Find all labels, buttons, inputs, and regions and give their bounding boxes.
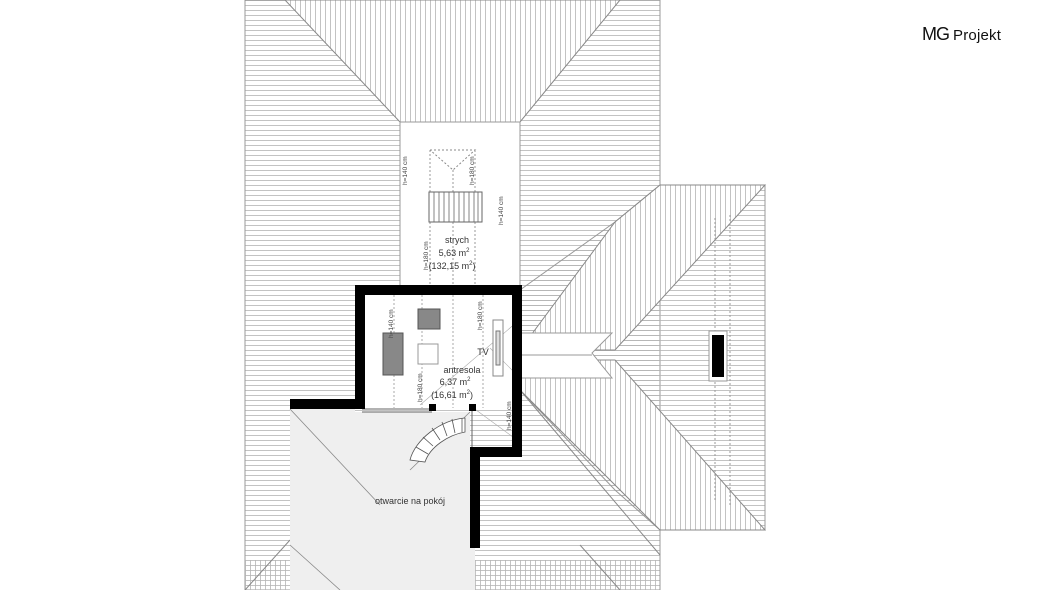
dim-label: h=180 cm bbox=[477, 301, 484, 330]
opening-label: otwarcie na pokój bbox=[375, 496, 445, 506]
mezzanine: TV antresola 6,37 m2 (16,61 m2) bbox=[360, 290, 518, 463]
attic-area: 5,63 m2 bbox=[439, 248, 471, 258]
mezzanine-name: antresola bbox=[443, 365, 480, 375]
coffee-table bbox=[417, 343, 439, 365]
walls bbox=[290, 285, 522, 548]
dim-label: h=180 cm bbox=[417, 373, 424, 402]
attic: strych 5,63 m2 (132,15 m2) bbox=[428, 191, 483, 271]
attic-stairs bbox=[428, 191, 483, 223]
armchair bbox=[417, 308, 441, 330]
side-wing-roof bbox=[519, 184, 767, 531]
chimney bbox=[712, 335, 724, 377]
spiral-stairs bbox=[409, 417, 466, 463]
height-dimensions: h=140 cm h=180 cm h=140 cm h=180 cm h=14… bbox=[388, 156, 513, 430]
logo-projekt: Projekt bbox=[953, 27, 1002, 44]
attic-area-total: (132,15 m2) bbox=[429, 261, 476, 271]
dim-label: h=140 cm bbox=[402, 156, 409, 185]
attic-name: strych bbox=[445, 235, 469, 245]
dim-label: h=140 cm bbox=[506, 401, 513, 430]
dim-label: h=180 cm bbox=[469, 156, 476, 185]
logo-mg: MG bbox=[922, 24, 950, 44]
dim-label: h=140 cm bbox=[388, 309, 395, 338]
dim-label: h=180 cm bbox=[423, 241, 430, 270]
column bbox=[429, 404, 436, 411]
mezzanine-area: 6,37 m2 bbox=[440, 377, 472, 387]
column bbox=[469, 404, 476, 411]
sofa bbox=[382, 332, 404, 376]
tv-label: TV bbox=[477, 347, 489, 357]
dim-label: h=140 cm bbox=[498, 196, 505, 225]
tv bbox=[495, 330, 501, 366]
mezzanine-area-total: (16,61 m2) bbox=[431, 390, 473, 400]
